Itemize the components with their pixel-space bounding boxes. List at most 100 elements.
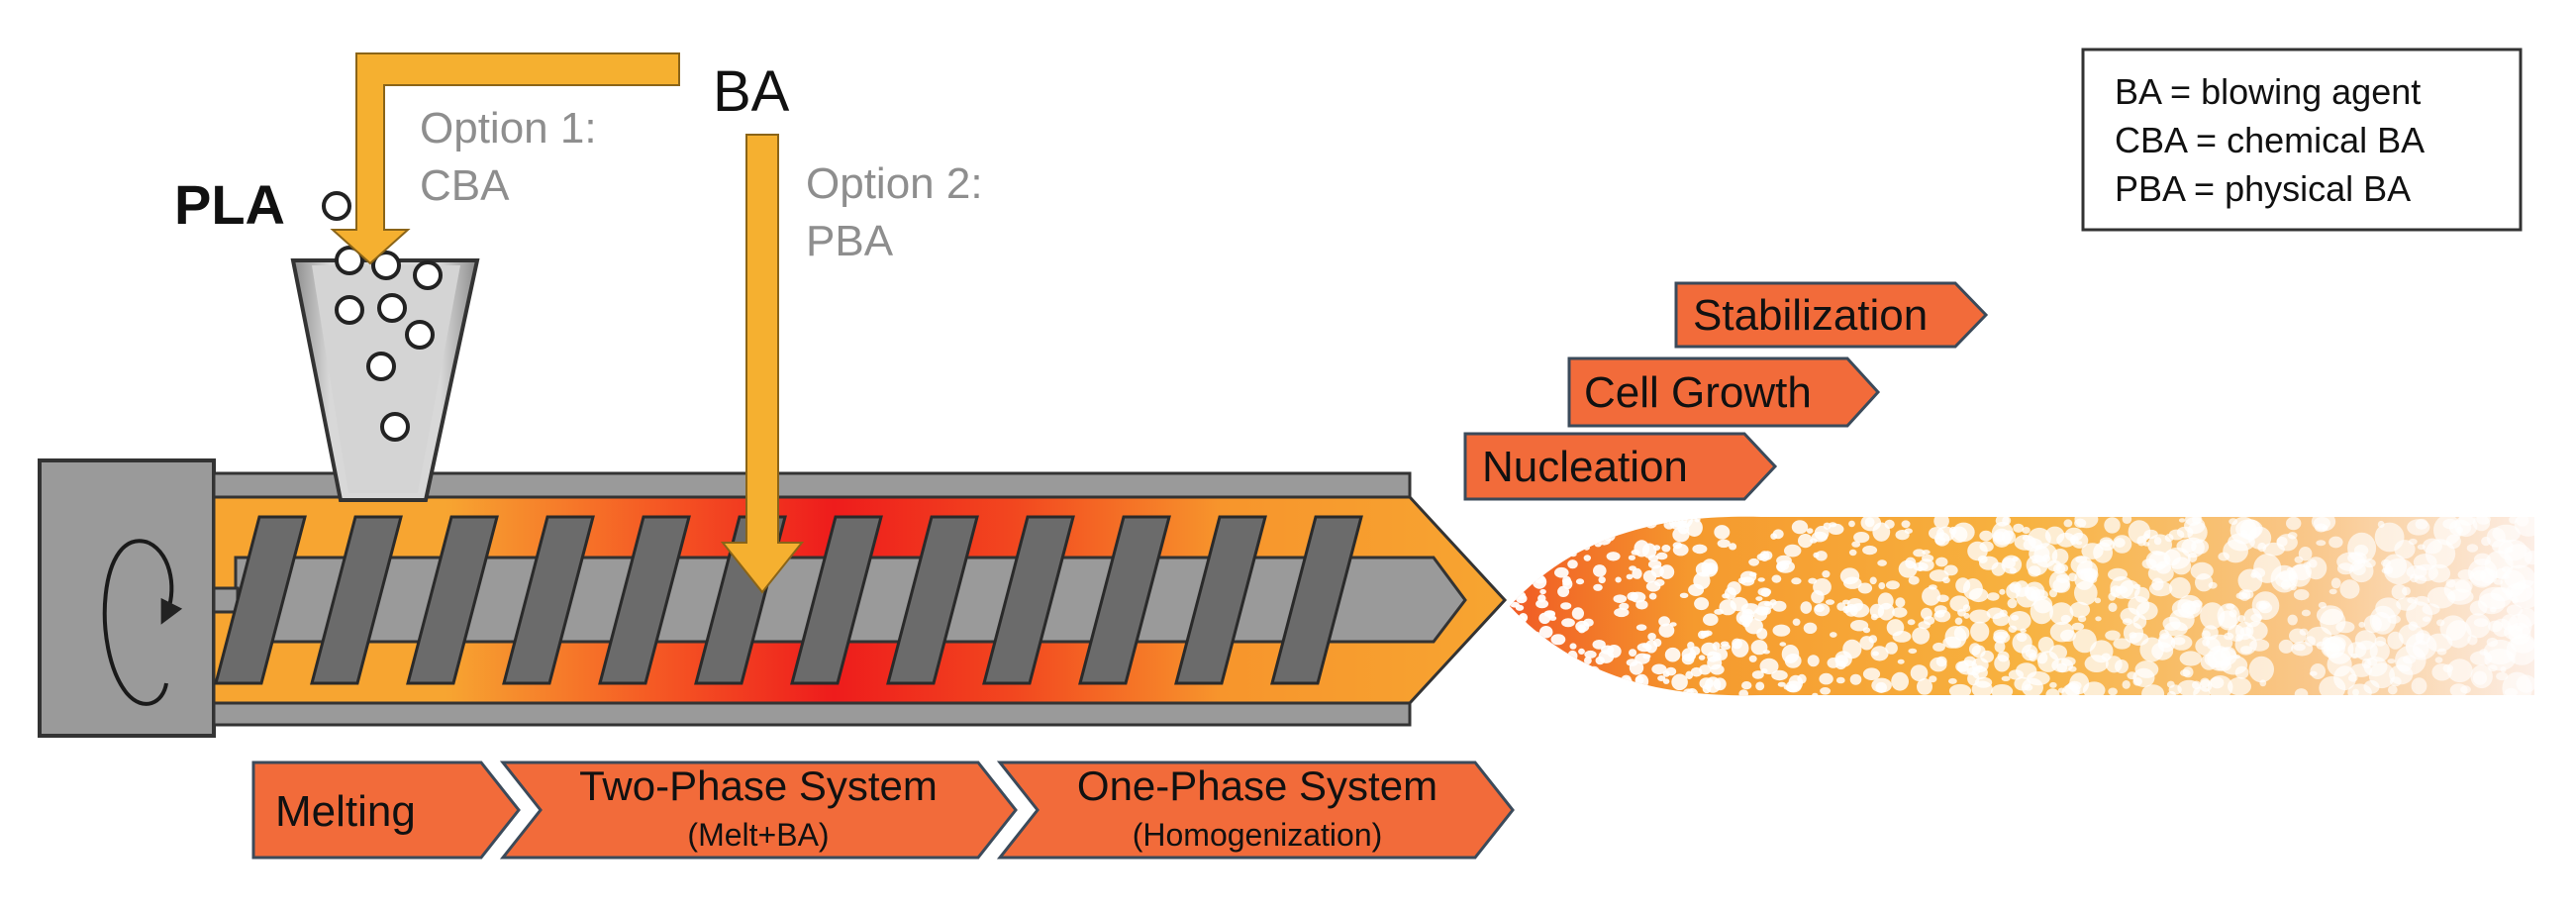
foam-cell xyxy=(1549,518,1564,535)
foam-cell xyxy=(1755,681,1765,691)
foam-cell xyxy=(2122,516,2132,525)
pla-pellets xyxy=(322,191,443,442)
foam-cell xyxy=(1842,639,1862,659)
foam-cell xyxy=(2099,537,2114,548)
foam-cell xyxy=(2051,549,2069,565)
foam-cell xyxy=(1991,684,2014,696)
foam-cell xyxy=(2457,569,2475,580)
foam-cell xyxy=(1872,651,1879,657)
foam-cell xyxy=(1629,565,1636,571)
foam-cell xyxy=(1904,528,1913,534)
foam-cell xyxy=(2248,656,2274,683)
foam-cell xyxy=(2481,536,2491,547)
extruder-screw xyxy=(212,515,1467,685)
screw-flight xyxy=(1174,515,1267,685)
foam-cell xyxy=(2207,675,2233,696)
screw-flights xyxy=(214,515,1363,685)
legend-line-pba: PBA = physical BA xyxy=(2115,168,2411,209)
foam-cell xyxy=(1822,570,1831,578)
foam-cell xyxy=(1550,634,1566,646)
foam-cell xyxy=(1592,640,1606,650)
foam-cell xyxy=(2191,599,2203,608)
foam-cell xyxy=(1715,648,1729,660)
foam-cell xyxy=(1553,551,1566,560)
foam-cell xyxy=(2069,601,2091,618)
foam-cell xyxy=(1967,671,1980,686)
foam-cell xyxy=(1948,683,1972,696)
foam-cell xyxy=(1772,624,1791,637)
foam-cell xyxy=(1659,564,1675,579)
foam-cell xyxy=(1687,652,1696,660)
screw-flight xyxy=(886,515,979,685)
foam-cell xyxy=(1993,531,2006,543)
foam-cell xyxy=(1536,546,1547,555)
screw-flight xyxy=(1270,515,1363,685)
foam-cell xyxy=(1593,564,1607,577)
stage-one-phase: One-Phase System (Homogenization) xyxy=(996,761,1515,860)
foam-cell xyxy=(2007,598,2018,609)
foam-cell xyxy=(1583,544,1590,551)
foam-cell xyxy=(2446,659,2473,683)
foam-cell xyxy=(2328,536,2343,549)
foam-cell xyxy=(2299,628,2309,636)
foam-cell xyxy=(2407,596,2419,604)
foam-cell xyxy=(1808,577,1818,584)
foam-cell xyxy=(1529,569,1540,577)
nucleation-label: Nucleation xyxy=(1482,443,1688,491)
foam-cell xyxy=(1722,593,1731,599)
foam-cell xyxy=(2500,666,2507,673)
foam-cell xyxy=(1521,575,1533,583)
foam-cell xyxy=(2022,535,2031,541)
foam-cell xyxy=(2507,613,2532,639)
foam-cell xyxy=(1870,646,1889,661)
option2-label: Option 2: xyxy=(806,159,983,208)
foam-cell xyxy=(1516,620,1528,629)
foam-cell xyxy=(1568,665,1582,680)
foam-cell xyxy=(1907,619,1916,626)
foam-cell xyxy=(2162,616,2181,631)
foam-cell xyxy=(1583,555,1592,561)
foam-cell xyxy=(2202,638,2211,647)
foam-cell xyxy=(2472,569,2487,581)
foam-cell xyxy=(2057,687,2066,693)
foam-cell xyxy=(2415,518,2428,530)
legend-line-cba: CBA = chemical BA xyxy=(2115,120,2425,160)
foam-cell xyxy=(2286,516,2302,531)
foam-cell xyxy=(1971,645,1986,659)
foam-cell xyxy=(1661,545,1671,553)
foam-cell xyxy=(1600,527,1615,537)
foam-cell xyxy=(1999,588,2006,595)
foam-cell xyxy=(1750,640,1768,656)
foam-cell xyxy=(1936,526,1955,542)
foam-cell xyxy=(1908,575,1920,585)
foam-cell xyxy=(2001,675,2011,681)
foam-cell xyxy=(2347,552,2367,564)
foam-cell xyxy=(1836,602,1846,611)
foam-cell xyxy=(2022,527,2031,534)
foam-cell xyxy=(1703,613,1719,626)
foam-cell xyxy=(1738,689,1748,696)
foam-cell xyxy=(2008,625,2018,633)
foam-cell xyxy=(1583,618,1594,627)
foam-cell xyxy=(1643,516,1658,529)
foam-cell xyxy=(1536,599,1549,609)
foam-cell xyxy=(1551,667,1567,684)
foam-cell xyxy=(1848,549,1857,557)
foam-cell xyxy=(2141,684,2165,696)
foam-cell xyxy=(1519,613,1529,623)
foam-cell xyxy=(2369,605,2397,635)
foam-cell xyxy=(1578,648,1585,656)
foam-cell xyxy=(2258,602,2273,614)
foam-cell xyxy=(1740,570,1757,583)
foam-cell xyxy=(2278,639,2294,654)
foam-cell xyxy=(1784,654,1802,668)
foam-cell xyxy=(1627,591,1638,601)
foam-cell xyxy=(2178,518,2186,523)
foam-cell xyxy=(2026,586,2040,601)
foam-cell xyxy=(1590,671,1597,676)
foam-cell xyxy=(1605,681,1620,695)
foam-cell xyxy=(2033,595,2053,614)
foam-cell xyxy=(2148,581,2173,597)
foam-cell xyxy=(1871,677,1892,693)
foam-cell xyxy=(2287,614,2298,626)
